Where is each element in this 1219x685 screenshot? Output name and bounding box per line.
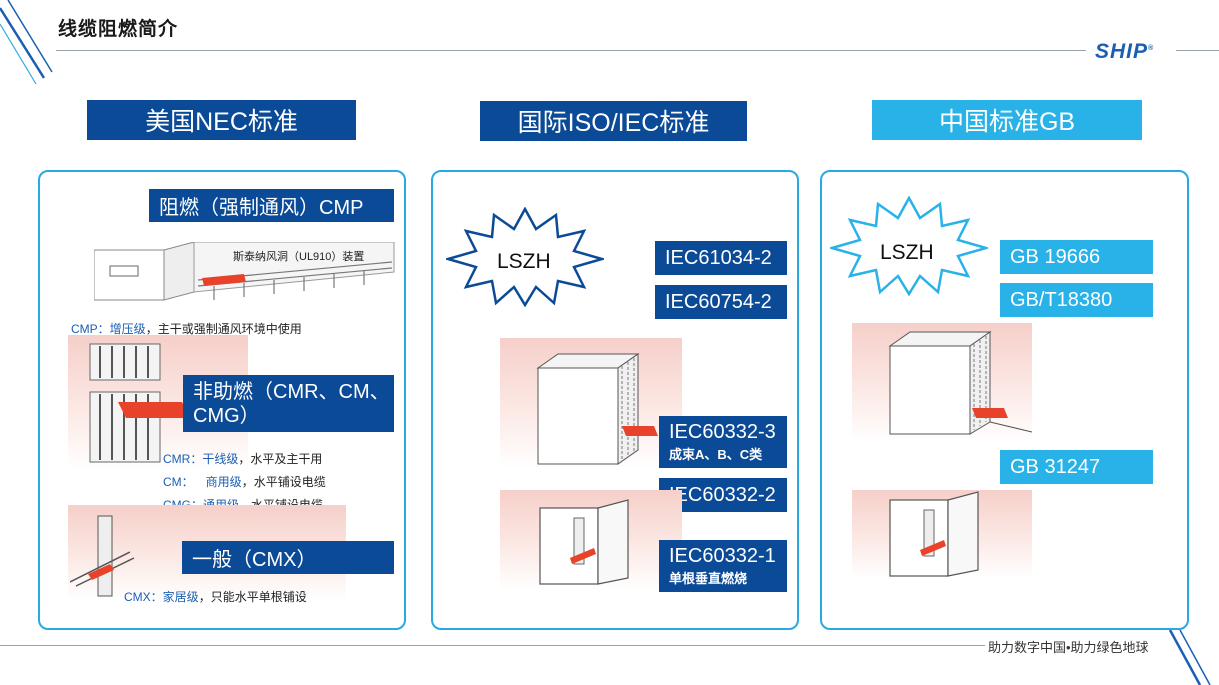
gb-header: 中国标准GB	[872, 100, 1142, 140]
iec60332-1-label: IEC60332-1 单根垂直燃烧	[659, 540, 787, 592]
page-title: 线缆阻燃简介	[58, 18, 179, 40]
nonplenum-label: 非助燃（CMR、CM、CMG）	[183, 375, 394, 432]
iec60754-label: IEC60754-2	[655, 285, 787, 319]
riser-shaft-illustration	[89, 343, 190, 463]
iec60332-3-label: IEC60332-3 成束A、B、C类	[659, 416, 787, 468]
gb-single-cable-test-illustration	[889, 491, 979, 577]
cm-description: CM：商用级，水平铺设电缆	[163, 475, 326, 489]
steiner-tunnel-illustration	[94, 242, 395, 301]
single-cable-illustration	[70, 515, 135, 597]
bunched-cable-test-illustration	[536, 353, 658, 465]
gb19666-label: GB 19666	[1000, 240, 1153, 274]
cmr-description: CMR：干线级，水平及主干用	[163, 452, 323, 466]
gb-lszh-star-burst	[830, 196, 988, 296]
single-cable-test-illustration	[539, 499, 629, 585]
footer-divider	[0, 645, 985, 646]
header-divider	[56, 50, 1086, 51]
iec-header: 国际ISO/IEC标准	[480, 101, 747, 141]
cmx-description: CMX：家居级，只能水平单根铺设	[124, 590, 307, 604]
iec61034-label: IEC61034-2	[655, 241, 787, 275]
general-label: 一般（CMX）	[182, 541, 394, 574]
cmp-label: 阻燃（强制通风）CMP	[149, 189, 394, 222]
gb31247-label: GB 31247	[1000, 450, 1153, 484]
steiner-caption: 斯泰纳风洞（UL910）装置	[233, 251, 365, 263]
bottom-right-stripes	[1168, 630, 1211, 685]
cmp-description: CMP：增压级，主干或强制通风环境中使用	[71, 322, 302, 336]
header-divider-right	[1176, 50, 1219, 51]
gb-lszh-text: LSZH	[880, 241, 934, 264]
ship-logo: SHIP®	[1095, 40, 1155, 63]
nec-header: 美国NEC标准	[87, 100, 356, 140]
top-left-stripes	[0, 0, 53, 85]
gbt18380-label: GB/T18380	[1000, 283, 1153, 317]
footer-slogan: 助力数字中国•助力绿色地球	[988, 640, 1149, 655]
gb-bunched-cable-test-illustration	[888, 331, 1033, 435]
lszh-star-burst	[446, 207, 604, 307]
lszh-text: LSZH	[497, 250, 551, 273]
